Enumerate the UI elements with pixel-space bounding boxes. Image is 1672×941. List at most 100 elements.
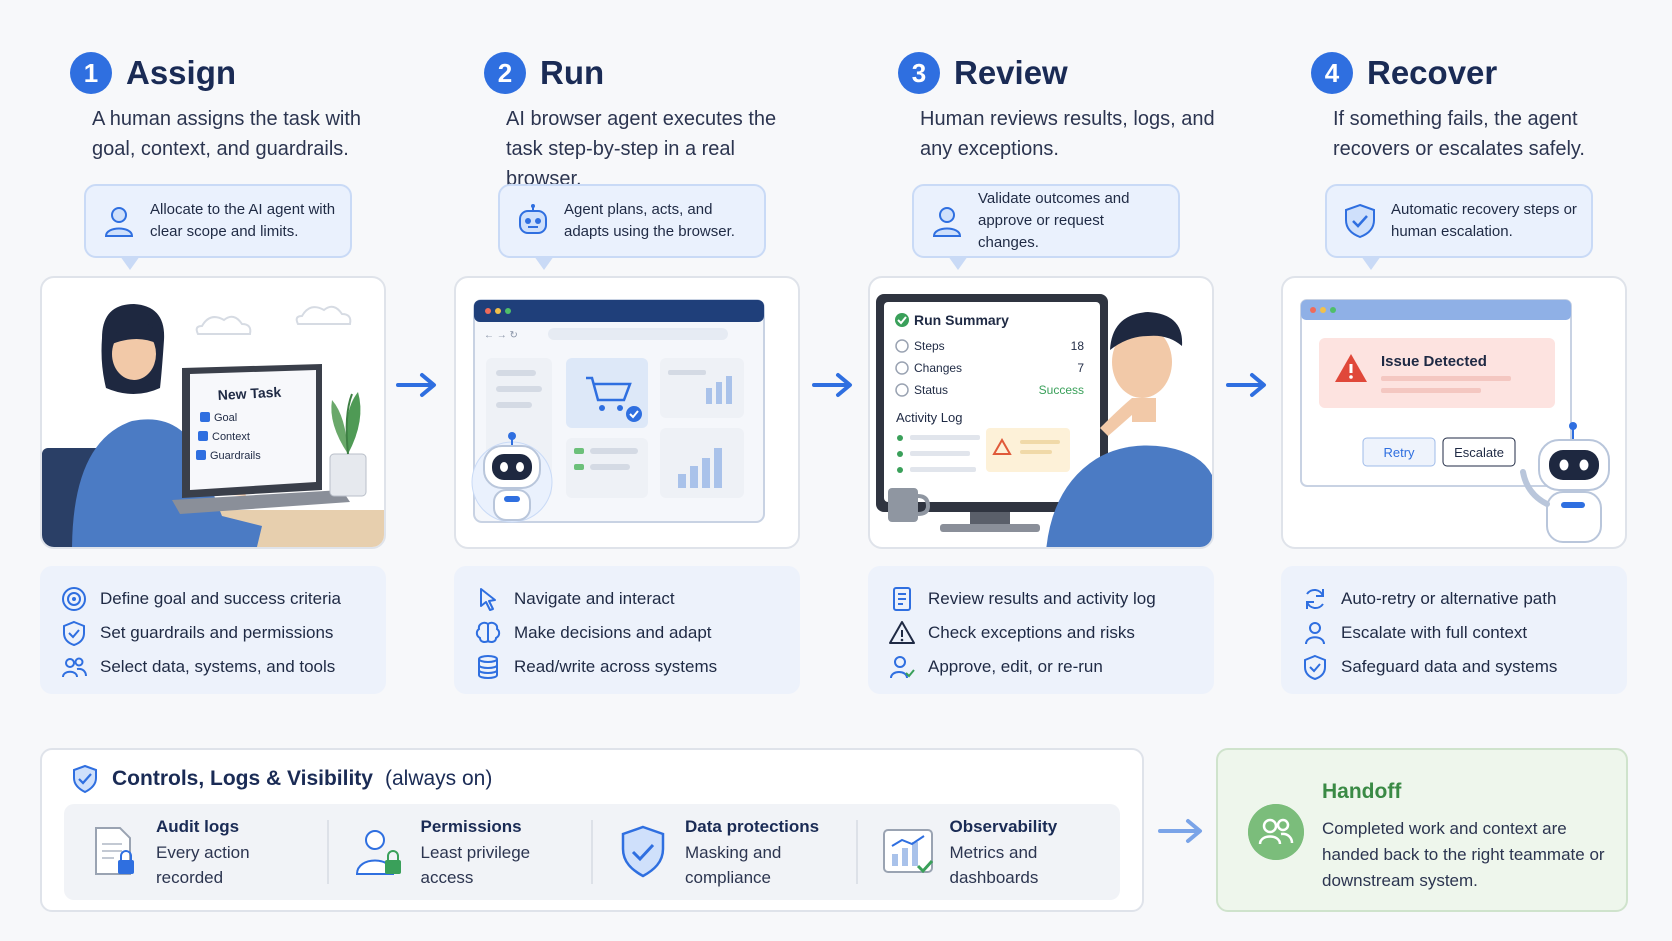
control-text: Permissions Least privilege access [421,814,571,890]
shield-check-icon [73,764,97,794]
point-item: Auto-retry or alternative path [1301,582,1607,616]
task-item-guardrails: Guardrails [196,450,261,462]
stage-points: Define goal and success criteria Set gua… [40,566,386,694]
users-icon [62,657,87,678]
control-title: Data protections [685,817,820,836]
escalate-button[interactable]: Escalate [1442,437,1516,467]
point-text: Read/write across systems [514,657,718,676]
task-title: New Task [217,384,282,403]
control-title: Permissions [420,817,522,836]
control-title: Audit logs [156,817,240,836]
stage-header: 4 Recover [1311,52,1497,94]
control-data-protections: Data protections Masking and compliance [593,817,858,887]
shield-check-icon [1304,654,1326,681]
stage-title: Assign [126,54,237,91]
robot-icon [519,204,547,234]
arrow-right-icon [396,373,436,397]
point-text: Set guardrails and permissions [100,623,334,642]
arrow-right-icon [1158,819,1202,843]
control-audit-logs: Audit logs Every action recorded [64,817,329,887]
handoff-title: Handoff [1322,780,1402,803]
point-item: Approve, edit, or re-run [888,650,1194,684]
control-text: Observability Metrics and dashboards [950,814,1100,890]
stage-header: 3 Review [898,52,1068,94]
handoff-desc: Completed work and context are handed ba… [1322,819,1605,890]
point-item: Safeguard data and systems [1301,650,1607,684]
stage-title: Run [540,54,605,91]
control-title: Observability [949,817,1058,836]
controls-subtitle: (always on) [384,767,493,790]
summary-row-value: 18 [1071,339,1085,353]
stage-description: A human assigns the task with goal, cont… [92,108,362,160]
point-text: Navigate and interact [514,589,675,608]
run-illustration: ← → ↻ [454,276,800,549]
point-item: Set guardrails and permissions [60,616,366,650]
controls-panel: Controls, Logs & Visibility (always on) … [40,748,1144,912]
recover-illustration: Issue Detected Retry Escalate [1281,276,1627,549]
callout-text: Validate outcomes and approve or request… [978,190,1130,251]
arrow-right-icon [812,373,852,397]
stage-points: Navigate and interact Make decisions and… [454,566,800,694]
stage-description: AI browser agent executes the task step-… [506,108,777,190]
point-text: Make decisions and adapt [514,623,712,642]
point-item: Escalate with full context [1301,616,1607,650]
point-text: Select data, systems, and tools [100,657,336,676]
stage-description: If something fails, the agent recovers o… [1333,108,1585,160]
point-text: Safeguard data and systems [1341,657,1558,676]
step-number: 2 [484,52,526,94]
step-number: 4 [1311,52,1353,94]
shield-check-icon [621,825,665,878]
review-illustration: Run Summary Steps 18 Changes 7 Status Su… [868,276,1214,549]
task-item-label: Guardrails [210,450,261,462]
controls-header: Controls, Logs & Visibility (always on) [70,764,492,794]
point-item: Read/write across systems [474,650,780,684]
point-text: Auto-retry or alternative path [1341,589,1557,608]
stage-points: Auto-retry or alternative path Escalate … [1281,566,1627,694]
task-item-context: Context [198,431,250,443]
callout-text: Allocate to the AI agent with clear scop… [150,201,336,240]
point-text: Approve, edit, or re-run [928,657,1103,676]
target-icon [62,587,86,611]
issue-title: Issue Detected [1381,353,1487,370]
controls-list: Audit logs Every action recorded Permiss… [64,804,1120,900]
person-icon [932,207,962,237]
control-desc: Masking and compliance [685,843,782,887]
point-text: Review results and activity log [928,589,1156,608]
step-number: 3 [898,52,940,94]
stage-header: 2 Run [484,52,604,94]
summary-title: Run Summary [914,312,1009,328]
task-item-label: Goal [214,412,237,424]
document-lock-icon [95,827,134,875]
summary-row-steps: Steps 18 [895,339,1085,353]
summary-row-value: 7 [1077,361,1084,375]
control-permissions: Permissions Least privilege access [329,817,593,887]
controls-title: Controls, Logs & Visibility [112,767,373,790]
chart-icon [882,829,933,874]
stage-description: Human reviews results, logs, and any exc… [920,108,1215,160]
callout-text: Automatic recovery steps or human escala… [1391,201,1577,240]
status-success: Success [1039,383,1084,397]
person-icon [104,207,134,237]
step-number: 1 [70,52,112,94]
point-text: Escalate with full context [1341,623,1528,642]
point-item: Navigate and interact [474,582,780,616]
control-text: Audit logs Every action recorded [156,814,306,890]
brain-icon [475,621,501,643]
stage-callout: Validate outcomes and approve or request… [912,184,1180,270]
database-icon [478,655,498,679]
person-icon [1305,622,1325,645]
escalate-label: Escalate [1454,445,1504,460]
callout-text: Agent plans, acts, and adapts using the … [564,201,735,240]
stage-title: Recover [1367,54,1498,91]
stage-header: 1 Assign [70,52,236,94]
point-item: Review results and activity log [888,582,1194,616]
summary-row-label: Steps [914,339,945,353]
activity-log-title: Activity Log [896,410,962,425]
stage-callout: Automatic recovery steps or human escala… [1325,184,1593,270]
retry-button[interactable]: Retry [1362,437,1436,467]
assign-illustration: New Task Goal Context Guardrails [40,276,386,549]
point-item: Check exceptions and risks [888,616,1194,650]
summary-row-changes: Changes 7 [895,361,1084,375]
point-item: Select data, systems, and tools [60,650,366,684]
shield-icon [63,620,85,647]
